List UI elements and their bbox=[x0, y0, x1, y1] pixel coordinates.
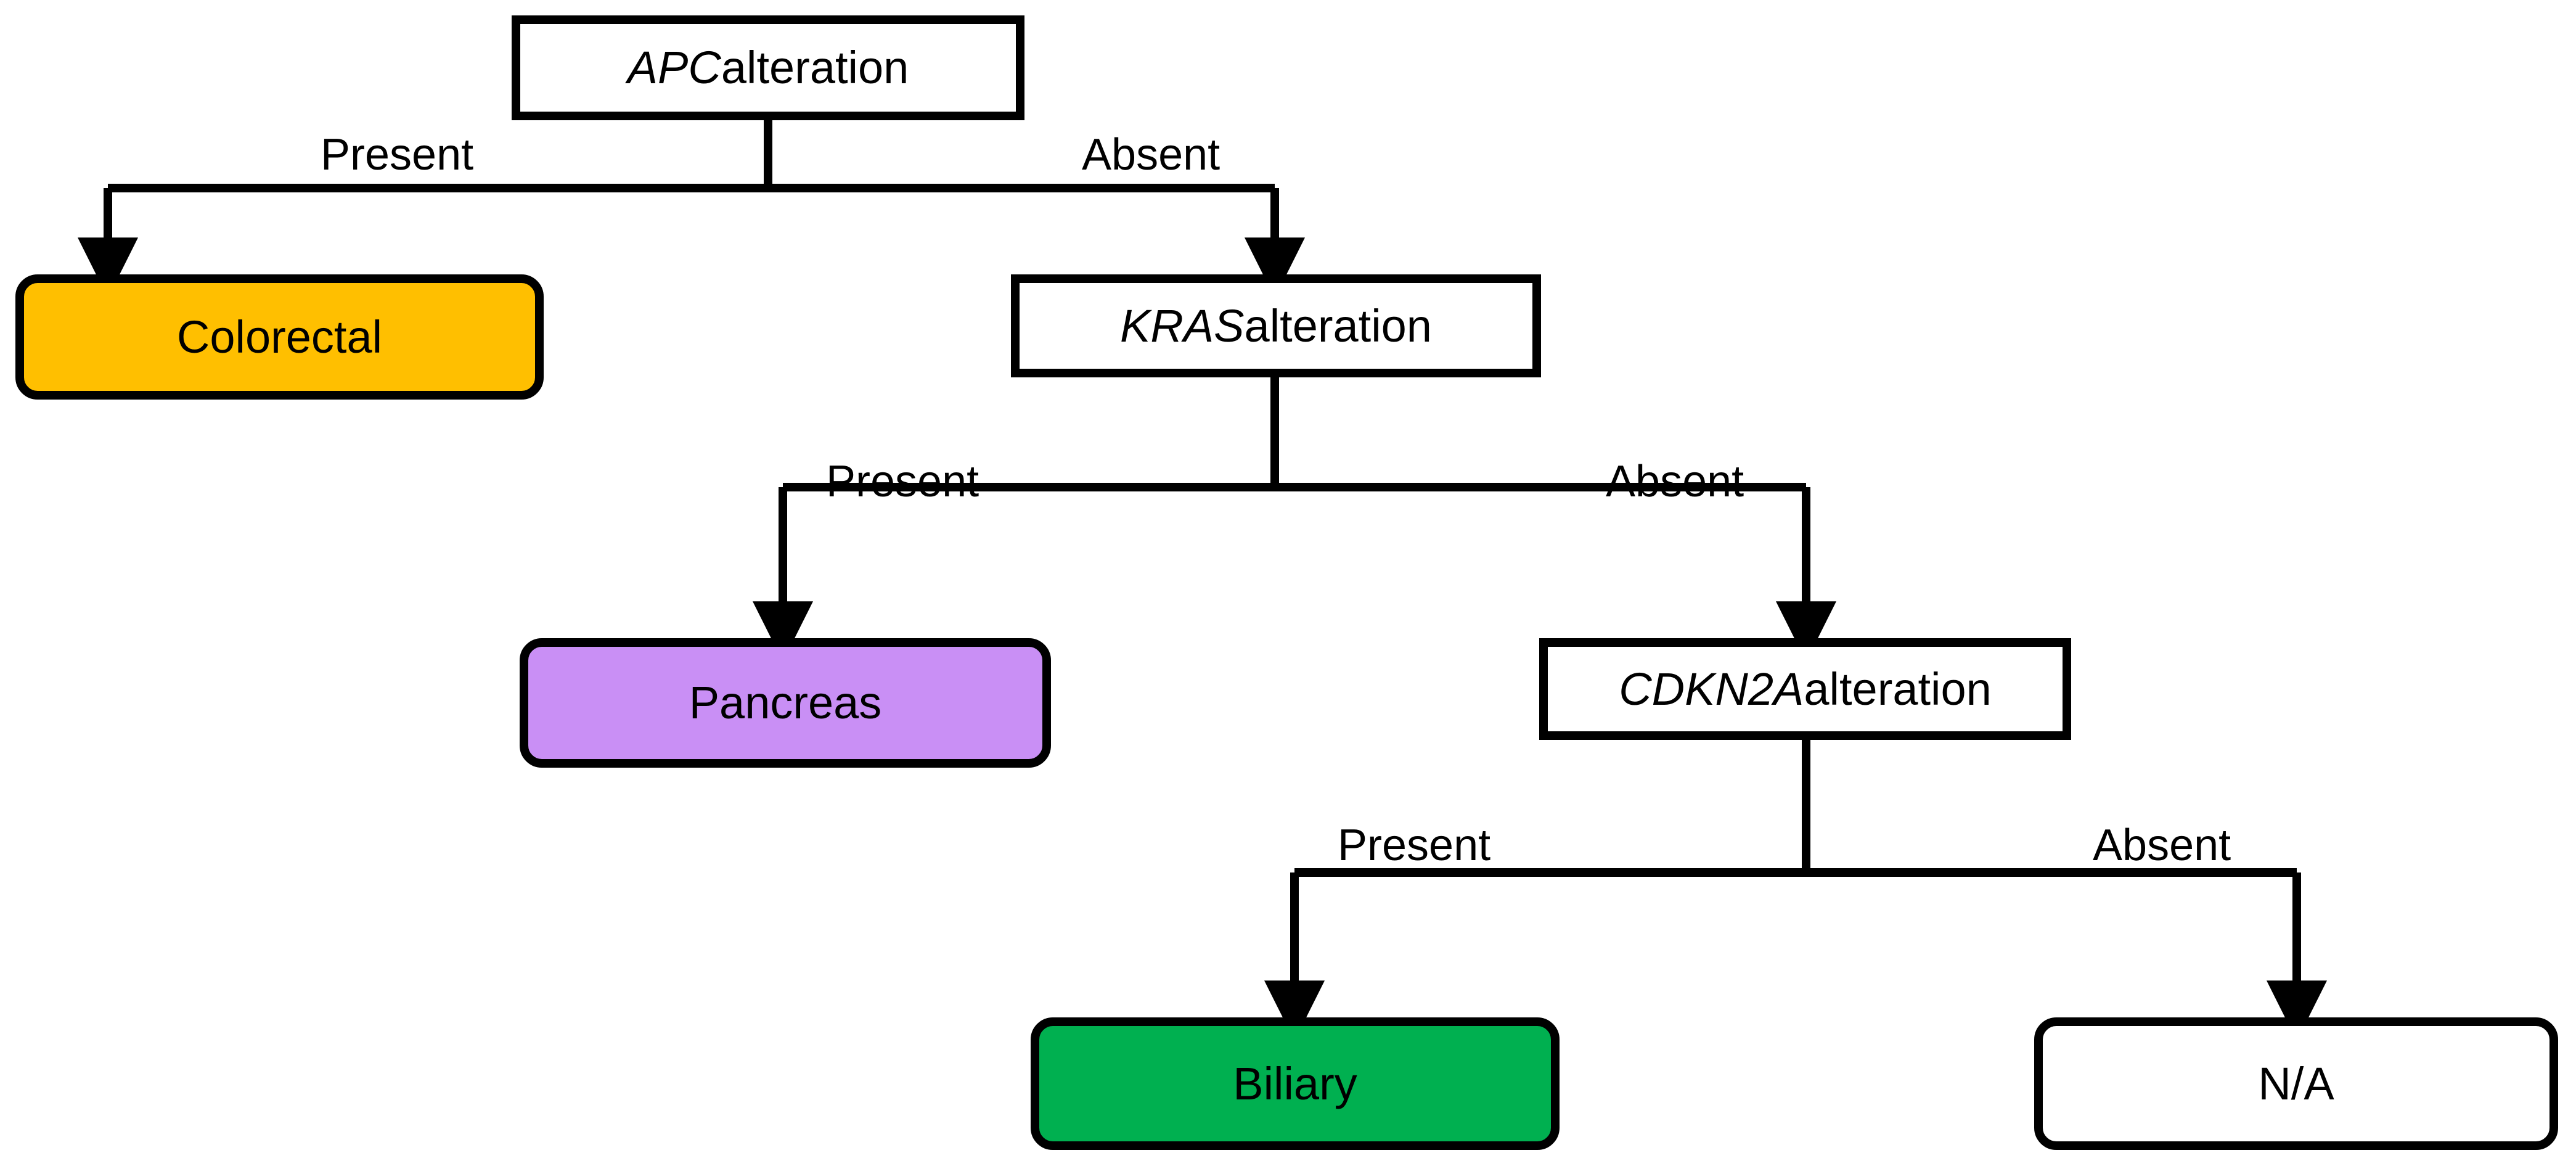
node-colorectal[interactable]: Colorectal bbox=[15, 274, 544, 400]
edge-apc-present bbox=[78, 120, 772, 298]
node-na-label: N/A bbox=[2258, 1057, 2334, 1109]
edge-cdkn2a-present bbox=[1264, 740, 1810, 1041]
edge-label-kras-present: Present bbox=[826, 457, 979, 506]
edge-label-cdkn2a-present: Present bbox=[1338, 821, 1491, 870]
node-cdkn2a-gene: CDKN2A bbox=[1619, 663, 1804, 715]
edge-apc-absent bbox=[768, 184, 1305, 298]
edge-label-kras-absent: Absent bbox=[1606, 457, 1744, 506]
edge-cdkn2a-absent bbox=[1806, 868, 2327, 1041]
node-cdkn2a-suffix: alteration bbox=[1804, 663, 1992, 715]
node-apc-alteration[interactable]: APC alteration bbox=[512, 15, 1024, 120]
node-not-applicable[interactable]: N/A bbox=[2034, 1017, 2558, 1150]
node-kras-alteration[interactable]: KRAS alteration bbox=[1011, 274, 1541, 377]
node-biliary-label: Biliary bbox=[1233, 1057, 1357, 1109]
edge-label-cdkn2a-absent: Absent bbox=[2093, 821, 2231, 870]
node-pancreas-label: Pancreas bbox=[689, 677, 882, 729]
edge-label-apc-present: Present bbox=[321, 130, 474, 179]
node-colorectal-label: Colorectal bbox=[176, 311, 383, 363]
node-pancreas[interactable]: Pancreas bbox=[520, 638, 1051, 768]
node-apc-gene: APC bbox=[627, 42, 721, 94]
edge-label-apc-absent: Absent bbox=[1082, 130, 1221, 179]
node-apc-suffix: alteration bbox=[721, 42, 909, 94]
node-cdkn2a-alteration[interactable]: CDKN2A alteration bbox=[1539, 638, 2071, 740]
edge-kras-present bbox=[753, 377, 1279, 662]
node-kras-gene: KRAS bbox=[1120, 300, 1245, 351]
edge-kras-absent bbox=[1275, 483, 1836, 662]
node-biliary[interactable]: Biliary bbox=[1031, 1017, 1560, 1150]
node-kras-suffix: alteration bbox=[1244, 300, 1432, 351]
